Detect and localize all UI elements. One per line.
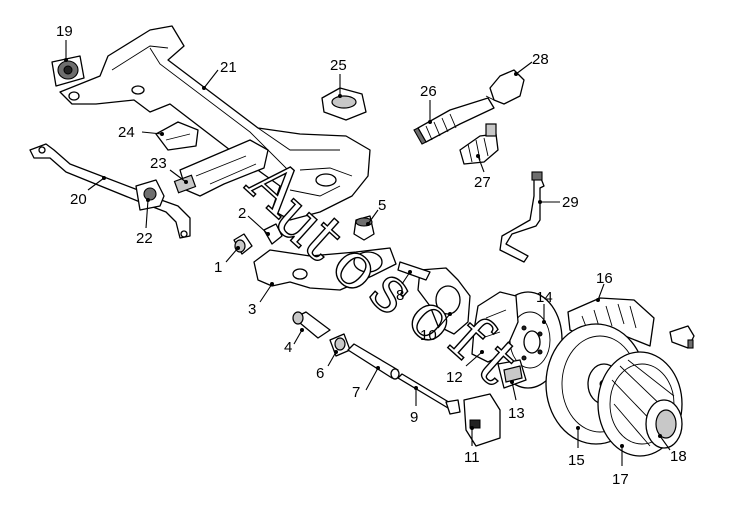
callout-13: 13 [508, 380, 525, 422]
callout-18: 18 [658, 434, 687, 465]
callout-29: 29 [538, 194, 579, 211]
part-13-brake-pads [497, 359, 527, 389]
callout-16: 16 [596, 270, 613, 302]
part-11-caliper-bracket [463, 393, 501, 447]
callout-number: 10 [420, 327, 437, 344]
part-1-bushing [233, 233, 253, 255]
callout-number: 19 [56, 23, 73, 40]
callout-number: 6 [316, 365, 324, 382]
part-6-bushing [329, 333, 351, 357]
connector-part [669, 325, 695, 349]
callout-number: 25 [330, 57, 347, 74]
part-12-caliper [471, 291, 519, 363]
callout-21: 21 [202, 59, 237, 90]
callout-number: 13 [508, 405, 525, 422]
callout-26: 26 [420, 83, 437, 124]
callout-number: 23 [150, 155, 167, 172]
callout-number: 8 [396, 287, 404, 304]
callout-number: 5 [378, 197, 386, 214]
callout-number: 7 [352, 384, 360, 401]
callout-number: 18 [670, 448, 687, 465]
callout-3: 3 [248, 282, 274, 318]
part-28-steering-boot [485, 69, 525, 105]
callout-27: 27 [474, 154, 491, 191]
callout-19: 19 [56, 23, 73, 62]
callout-number: 27 [474, 174, 491, 191]
callout-12: 12 [446, 350, 484, 386]
part-9-bolt [397, 373, 461, 415]
callout-number: 4 [284, 339, 292, 356]
callout-number: 28 [532, 51, 549, 68]
callout-5: 5 [366, 197, 386, 226]
callout-25: 25 [330, 57, 347, 98]
callout-22: 22 [136, 198, 153, 247]
callout-number: 9 [410, 409, 418, 426]
callout-28: 28 [514, 51, 549, 76]
callout-1: 1 [214, 246, 240, 276]
part-3-control-arm [253, 247, 397, 291]
callout-number: 22 [136, 230, 153, 247]
part-18-hub-cap [645, 399, 683, 449]
callout-number: 21 [220, 59, 237, 76]
callout-number: 24 [118, 124, 135, 141]
callout-number: 11 [464, 449, 480, 466]
callout-6: 6 [316, 350, 338, 382]
callout-number: 3 [248, 301, 256, 318]
part-19-mount-bushing [51, 55, 85, 87]
callout-7: 7 [352, 366, 380, 401]
callout-number: 16 [596, 270, 613, 287]
part-2-bracket [263, 223, 283, 245]
part-7-sleeve [347, 343, 400, 380]
part-10-knuckle [397, 261, 471, 335]
callout-17: 17 [612, 444, 629, 488]
part-26-steering-boot [413, 97, 495, 145]
callout-number: 2 [238, 205, 246, 222]
part-27-steering-boot [459, 123, 499, 165]
callout-24: 24 [118, 124, 164, 141]
callout-number: 15 [568, 452, 585, 469]
part-21-crossmember [59, 25, 371, 221]
callout-11: 11 [464, 426, 480, 466]
callout-number: 1 [214, 259, 222, 276]
part-23-bracket [173, 139, 269, 197]
part-25-rubber-mount [321, 87, 367, 121]
callout-number: 14 [536, 289, 553, 306]
callout-number: 17 [612, 471, 629, 488]
callout-number: 29 [562, 194, 579, 211]
callout-20: 20 [70, 176, 106, 208]
callout-number: 26 [420, 83, 437, 100]
callout-15: 15 [568, 426, 585, 469]
part-4-bushing [292, 311, 331, 339]
callout-23: 23 [150, 155, 188, 184]
callout-number: 12 [446, 369, 463, 386]
callout-number: 20 [70, 191, 87, 208]
part-22-clamp [135, 179, 165, 211]
part-20-anti-roll-bar [29, 143, 191, 239]
part-29-brake-pipe [499, 171, 545, 263]
callout-8: 8 [396, 270, 412, 304]
callout-4: 4 [284, 328, 304, 356]
callout-10: 10 [420, 312, 452, 344]
callouts: 19 21 25 28 26 24 27 [56, 23, 687, 488]
part-24-bracket [155, 121, 199, 151]
callout-2: 2 [238, 205, 270, 236]
callout-14: 14 [536, 289, 553, 324]
callout-9: 9 [410, 386, 418, 426]
